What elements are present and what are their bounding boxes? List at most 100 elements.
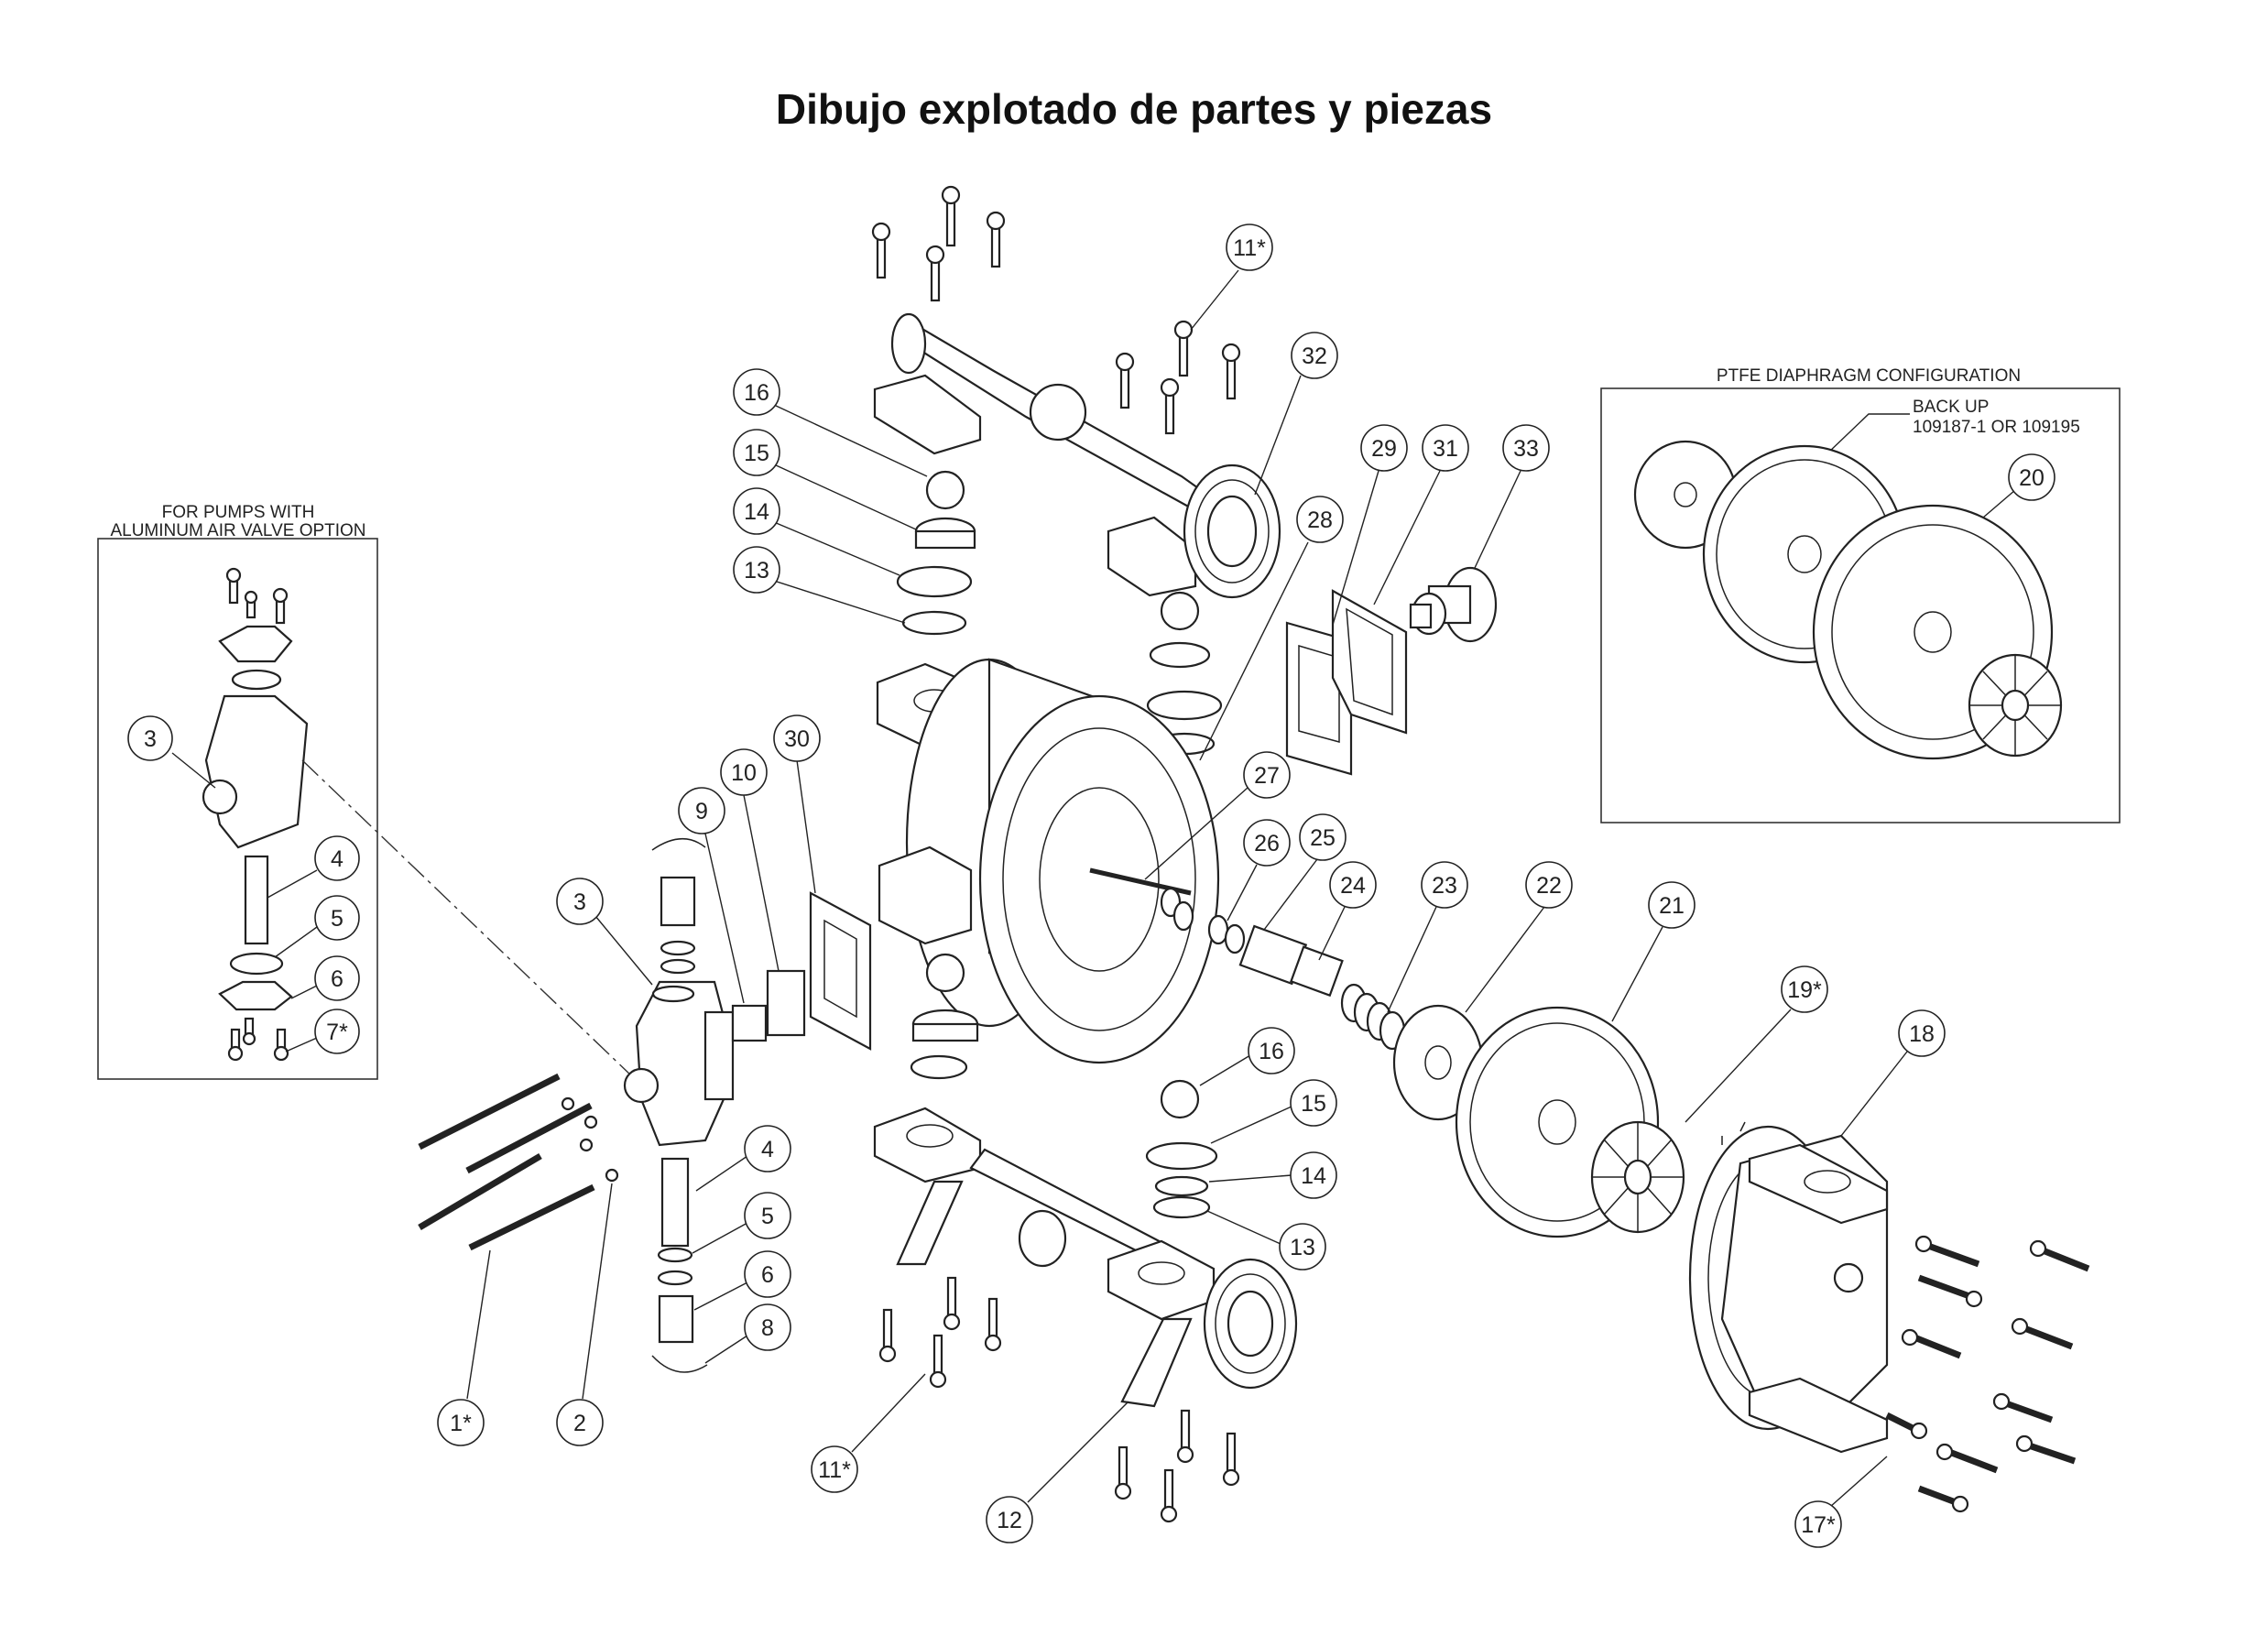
callout-31: 31	[1373, 424, 1469, 605]
spool-icon	[660, 1157, 690, 1248]
callout-5: 5	[692, 1192, 791, 1254]
callout-10: 10	[720, 748, 780, 972]
air-valve-assembly	[623, 837, 872, 1373]
ptfe-diaphragm-inset: PTFE DIAPHRAGM CONFIGURATION BACK UP 109…	[1600, 366, 2121, 823]
callout-3-inset: 3	[127, 715, 216, 789]
svg-text:13: 13	[1290, 1235, 1315, 1260]
manifold-foot-right-icon	[1107, 516, 1197, 597]
svg-text:32: 32	[1302, 344, 1327, 369]
svg-text:29: 29	[1371, 436, 1397, 462]
bottom-port-left-icon	[873, 1107, 982, 1183]
svg-text:2: 2	[573, 1411, 586, 1436]
svg-text:11*: 11*	[818, 1457, 851, 1483]
chamber-bolts-icon	[1885, 1235, 2090, 1513]
svg-text:1*: 1*	[450, 1411, 472, 1436]
inset-end-cap-icon	[218, 625, 293, 663]
alignment-centerline	[301, 759, 633, 1077]
svg-text:3: 3	[573, 889, 586, 915]
svg-text:19*: 19*	[1787, 977, 1822, 1003]
top-flange-icon	[1183, 464, 1281, 599]
svg-text:24: 24	[1340, 873, 1366, 899]
callout-33: 33	[1474, 424, 1550, 569]
gasket-icon	[809, 891, 872, 1051]
retaining-ring-bottom-icon	[651, 1355, 708, 1373]
svg-text:7*: 7*	[326, 1020, 348, 1045]
svg-text:9: 9	[695, 799, 708, 824]
svg-text:23: 23	[1432, 873, 1457, 899]
inset-valve-body-icon	[204, 694, 309, 849]
callout-25: 25	[1263, 813, 1347, 931]
svg-text:12: 12	[997, 1508, 1022, 1533]
ptfe-inset-frame	[1600, 387, 2121, 823]
callout-4: 4	[695, 1125, 791, 1192]
shaft-parts	[1207, 914, 1406, 1051]
callout-27: 27	[1144, 751, 1291, 880]
svg-text:8: 8	[761, 1315, 774, 1341]
inset-oring2-icon	[229, 952, 284, 976]
foot-left-icon	[896, 1180, 964, 1266]
callout-21: 21	[1611, 881, 1696, 1022]
muffler-icon	[1409, 566, 1498, 643]
svg-text:14: 14	[1301, 1163, 1326, 1189]
chamber-top-port-icon	[1748, 1143, 1889, 1225]
air-cap-plate-icon	[1331, 589, 1408, 735]
svg-text:20: 20	[2019, 465, 2044, 491]
svg-text:31: 31	[1433, 436, 1458, 462]
svg-text:3: 3	[144, 726, 157, 752]
callout-15-top: 15	[733, 429, 917, 530]
callout-22: 22	[1465, 861, 1573, 1013]
svg-text:26: 26	[1254, 831, 1280, 856]
fluid-chamber-assembly	[1688, 1121, 1889, 1454]
svg-text:15: 15	[1301, 1091, 1326, 1117]
svg-text:21: 21	[1659, 893, 1685, 919]
bottom-check-valve-stack-left	[910, 953, 979, 1080]
callout-3: 3	[556, 878, 653, 986]
bottom-flange-icon	[1203, 1258, 1298, 1390]
svg-text:30: 30	[784, 726, 810, 752]
center-bottom-port-icon	[878, 845, 973, 945]
bottom-check-valve-stack-right	[1145, 1079, 1218, 1219]
callout-4-inset: 4	[267, 835, 360, 899]
callout-13-bottom: 13	[1206, 1210, 1326, 1271]
callout-14-top: 14	[733, 487, 900, 576]
backup-label-line2: 109187-1 OR 109195	[1913, 418, 2080, 437]
ptfe-outer-plate-icon	[1968, 653, 2063, 758]
callout-5-inset: 5	[274, 895, 360, 958]
callout-28: 28	[1199, 496, 1344, 761]
inset-screws-bottom-icon	[227, 1017, 289, 1062]
inset-caption-line1: FOR PUMPS WITH	[162, 503, 315, 522]
top-bolts-icon	[871, 185, 1241, 435]
bottom-pipe-icon	[969, 1148, 1170, 1261]
backup-label-line1: BACK UP	[1913, 398, 1989, 417]
callout-11-top: 11*	[1190, 224, 1273, 331]
svg-text:27: 27	[1254, 763, 1280, 789]
svg-text:4: 4	[761, 1137, 774, 1162]
callout-20: 20	[1982, 453, 2055, 518]
callout-17: 17*	[1794, 1456, 1888, 1548]
bottom-manifold-assembly	[873, 1107, 1298, 1523]
oring-large-icon	[896, 565, 973, 598]
manifold-foot-left-icon	[873, 374, 982, 455]
callout-15-bottom: 15	[1210, 1079, 1337, 1144]
svg-text:5: 5	[331, 906, 343, 932]
sleeve-top-icon	[660, 876, 696, 927]
svg-text:15: 15	[744, 441, 769, 466]
svg-text:17*: 17*	[1801, 1512, 1836, 1538]
inset-screws-top-icon	[225, 567, 289, 625]
pilot-sleeve-icon	[766, 969, 806, 1037]
svg-text:10: 10	[731, 760, 757, 786]
pilot-block-icon	[731, 1004, 768, 1042]
center-section-assembly	[876, 658, 1220, 1064]
inset-oring-icon	[231, 669, 282, 691]
inset-spool-icon	[244, 855, 269, 945]
svg-text:16: 16	[1259, 1039, 1284, 1064]
outer-chamber-ring-icon	[978, 694, 1220, 1064]
callout-13-top: 13	[733, 546, 906, 624]
bottom-tee-icon	[1018, 1209, 1067, 1268]
callout-32: 32	[1254, 332, 1338, 496]
svg-text:4: 4	[331, 846, 343, 872]
callout-8: 8	[704, 1303, 791, 1364]
inset-caption-line2: ALUMINUM AIR VALVE OPTION	[110, 521, 365, 540]
callout-24: 24	[1318, 861, 1377, 961]
ptfe-caption: PTFE DIAPHRAGM CONFIGURATION	[1717, 366, 2021, 386]
